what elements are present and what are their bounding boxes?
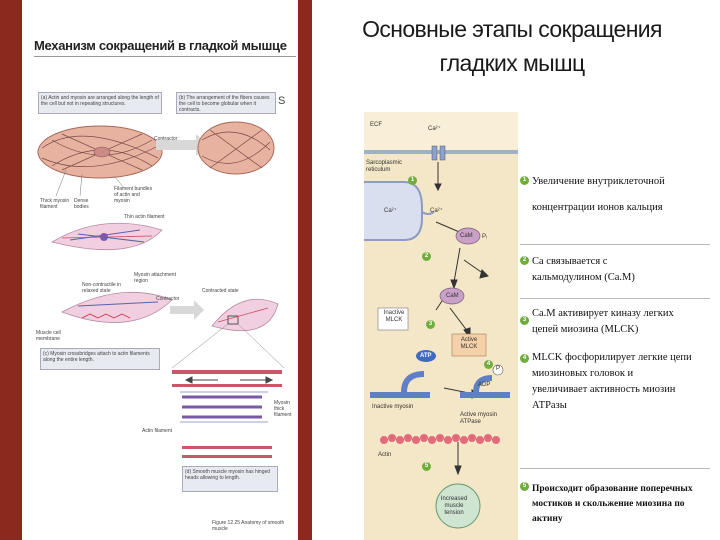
slide-title-line-1: Основные этапы сокращения — [362, 16, 662, 42]
step-number-3: 3 — [520, 316, 529, 325]
step-1-line-2: концентрации ионов кальция — [532, 202, 663, 213]
myosin-attachment-label: Myosin attachment region — [134, 272, 176, 284]
ecf-label: ECF — [370, 122, 382, 128]
ecf-region — [364, 112, 518, 152]
filament-bundles-label: Filament bundles of actin and myosin — [114, 186, 153, 204]
step-4-line-1: MLCK фосфорилирует легкие цепи — [532, 352, 692, 363]
ca-top-label: Ca²⁺ — [428, 126, 441, 132]
dense-bodies-label: Dense bodies — [74, 198, 89, 210]
step-4-line-4: АТРазы — [532, 400, 567, 411]
right-slide-panel: Основные этапы сокращения гладких мышц — [312, 0, 720, 540]
step-3-line-1: Са.М активирует киназу легких — [532, 308, 674, 319]
caption-a: (a) Actin and myosin are arranged along … — [38, 92, 162, 114]
caption-c: (c) Myosin crossbridges attach to actin … — [40, 348, 160, 370]
inactive-myosin-label: Inactive myosin — [372, 404, 414, 410]
slide-title-line-2: гладких мышц — [439, 50, 585, 76]
myosin-thick-label: Myosin thick filament — [274, 400, 292, 418]
diagram-step-4: 4 — [484, 360, 493, 369]
step-5-text: Происходит образование поперечных мостик… — [532, 482, 693, 527]
step-5-line-3: актину — [532, 514, 563, 524]
step-separator-3 — [520, 468, 710, 469]
contraction-pathway-svg — [364, 145, 518, 529]
left-slide-panel: Механизм сокращений в гладкой мышце (a) … — [22, 0, 298, 540]
title-underline — [34, 56, 296, 57]
step-5-line-2: мостиков и скольжение миозина по — [532, 499, 685, 509]
tension-label: Increased muscle tension — [440, 496, 468, 516]
muscle-cell-label: Muscle cell membrane — [36, 330, 61, 342]
step-2-line-2: кальмодулином (Са.М) — [532, 272, 635, 283]
smooth-muscle-illustration — [37, 121, 285, 458]
step-4-text: MLCK фосфорилирует легкие цепи миозиновы… — [532, 350, 692, 414]
step-4-line-2: миозиновых головок и — [532, 368, 634, 379]
caption-b-extra: S — [278, 95, 286, 107]
step-2-line-1: Са связывается с — [532, 256, 608, 267]
caption-d: (d) Smooth muscle myosin has hinged head… — [182, 466, 278, 492]
ca-cytosol-label: Ca²⁺ — [430, 208, 443, 214]
step-1-line-1: Увеличение внутриклеточной — [532, 176, 665, 187]
actin-label: Actin — [378, 452, 392, 458]
slide-title: Основные этапы сокращения гладких мышц — [312, 12, 712, 80]
sr-label: Sarcoplasmic reticulum — [366, 160, 403, 173]
step-separator-2 — [520, 298, 710, 299]
step-number-4: 4 — [520, 354, 529, 363]
diagram-step-3: 3 — [426, 320, 435, 329]
ca-cam-label: CaM — [446, 293, 459, 299]
thick-filament-label: Thick myosin filament — [40, 198, 70, 210]
middle-border-bar — [298, 0, 312, 540]
active-myosin-label: Active myosin ATPase — [460, 412, 498, 425]
thin-filament-label: Thin actin filament — [124, 214, 165, 220]
step-5-line-1: Происходит образование поперечных — [532, 484, 693, 494]
diagram-step-1: 1 — [408, 176, 417, 185]
contracted-state-label: Contracted state — [202, 288, 239, 294]
inactive-mlck-label: Inactive MLCK — [383, 310, 405, 323]
cam-label: CaM — [460, 233, 473, 239]
figure-reference: Figure 12.25 Anatomy of smooth muscle — [212, 520, 285, 532]
step-separator-1 — [520, 244, 710, 245]
step-number-1: 1 — [520, 176, 529, 185]
caption-b: (b) The arrangement of the fibers causes… — [176, 92, 276, 114]
step-number-5: 5 — [520, 482, 529, 491]
atp-label: ATP — [420, 353, 432, 359]
phosphate-label: P — [496, 366, 501, 372]
step-3-text: Са.М активирует киназу легких цепей миоз… — [532, 306, 674, 338]
left-panel-title: Механизм сокращений в гладкой мышце — [34, 38, 287, 53]
diagram-step-5: 5 — [422, 462, 431, 471]
step-2-text: Са связывается с кальмодулином (Са.М) — [532, 254, 635, 286]
adp-label: ADP — [478, 382, 491, 388]
step-number-2: 2 — [520, 256, 529, 265]
actin-filament-label: Actin filament — [142, 428, 173, 434]
contractor-label: Contractor — [154, 136, 178, 142]
ca-sr-label: Ca²⁺ — [384, 208, 397, 214]
contractor-label-2: Contractor — [156, 296, 180, 302]
step-4-line-3: увеличивает активность миозин — [532, 384, 676, 395]
non-contractile-label: Non-contractile in relaxed state — [82, 282, 121, 294]
pi-label: Pᵢ — [482, 234, 487, 240]
step-1-text: Увеличение внутриклеточной концентрации … — [532, 174, 665, 216]
diagram-step-2: 2 — [422, 252, 431, 261]
left-border-bar — [0, 0, 22, 540]
step-3-line-2: цепей миозина (MLCK) — [532, 324, 639, 335]
active-mlck-label: Active MLCK — [460, 337, 478, 350]
